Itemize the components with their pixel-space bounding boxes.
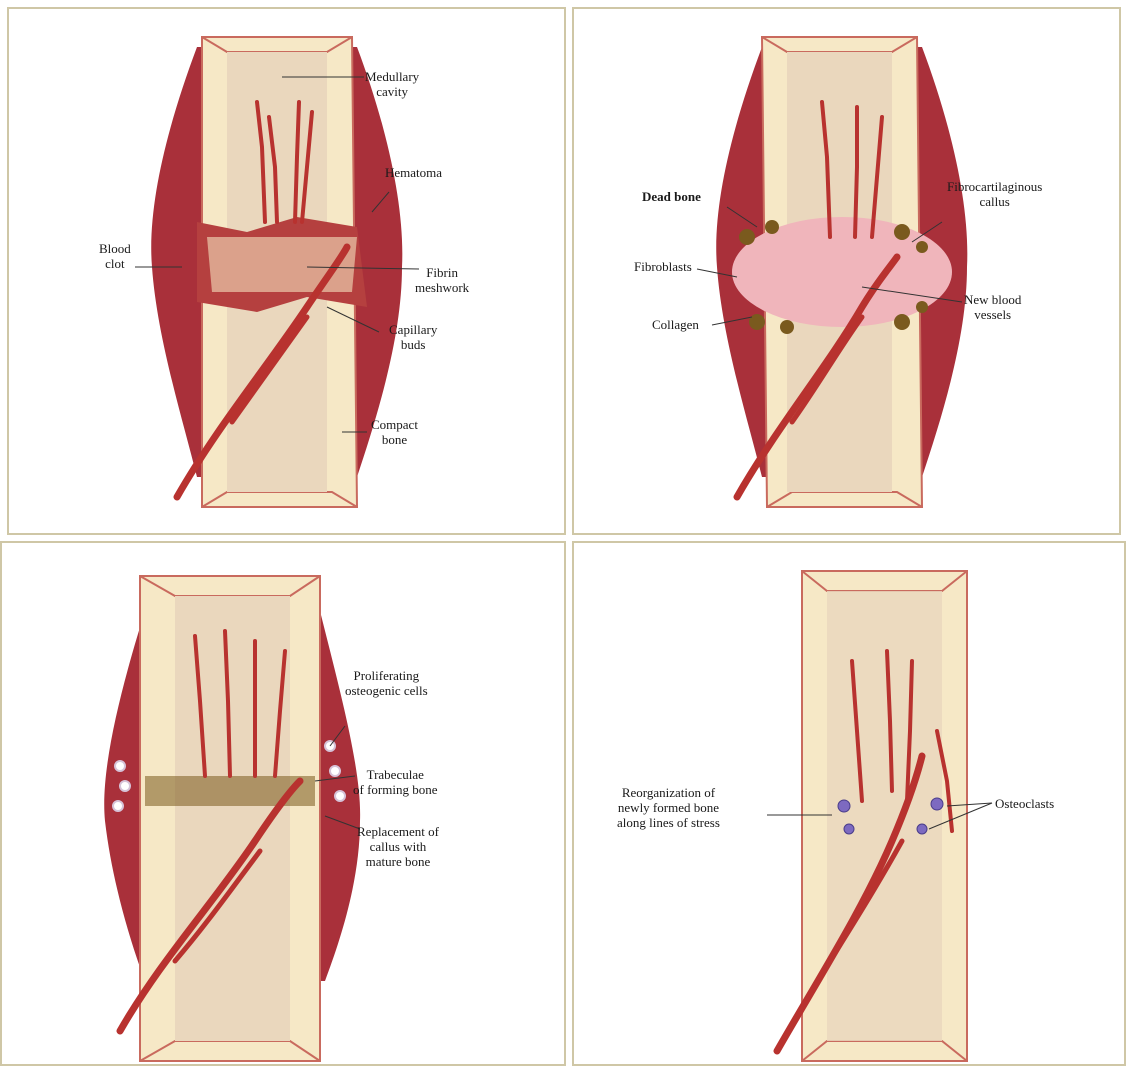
label-replacement-callus: Replacement of callus with mature bone bbox=[357, 824, 439, 869]
remodeled-medullary-cavity bbox=[827, 591, 942, 1041]
label-capillary-buds: Capillary buds bbox=[389, 322, 437, 352]
label-collagen: Collagen bbox=[652, 317, 699, 332]
label-dead-bone: Dead bone bbox=[642, 189, 701, 204]
label-fibrin-meshwork: Fibrin meshwork bbox=[415, 265, 469, 295]
label-fibrocartilaginous-callus: Fibrocartilaginous callus bbox=[947, 179, 1042, 209]
label-compact-bone: Compact bone bbox=[371, 417, 418, 447]
label-fibroblasts: Fibroblasts bbox=[634, 259, 692, 274]
panel-callus-stage: Dead bone Fibrocartilaginous callus Fibr… bbox=[572, 7, 1121, 535]
label-trabeculae: Trabeculae of forming bone bbox=[353, 767, 437, 797]
panel-remodeling-stage: Reorganization of newly formed bone alon… bbox=[572, 541, 1126, 1066]
bone-illustration-1 bbox=[7, 7, 566, 535]
label-new-blood-vessels: New blood vessels bbox=[964, 292, 1021, 322]
label-osteoclasts: Osteoclasts bbox=[995, 796, 1054, 811]
label-hematoma: Hematoma bbox=[385, 165, 442, 180]
label-blood-clot: Blood clot bbox=[99, 241, 131, 271]
label-medullary-cavity: Medullary cavity bbox=[365, 69, 419, 99]
label-proliferating-osteogenic-cells: Proliferating osteogenic cells bbox=[345, 668, 428, 698]
panel-hematoma-stage: Medullary cavity Hematoma Blood clot Fib… bbox=[7, 7, 566, 535]
label-reorganization: Reorganization of newly formed bone alon… bbox=[617, 785, 720, 830]
panel-bony-callus-stage: Proliferating osteogenic cells Trabecula… bbox=[0, 541, 566, 1066]
bone-illustration-3 bbox=[0, 541, 566, 1066]
